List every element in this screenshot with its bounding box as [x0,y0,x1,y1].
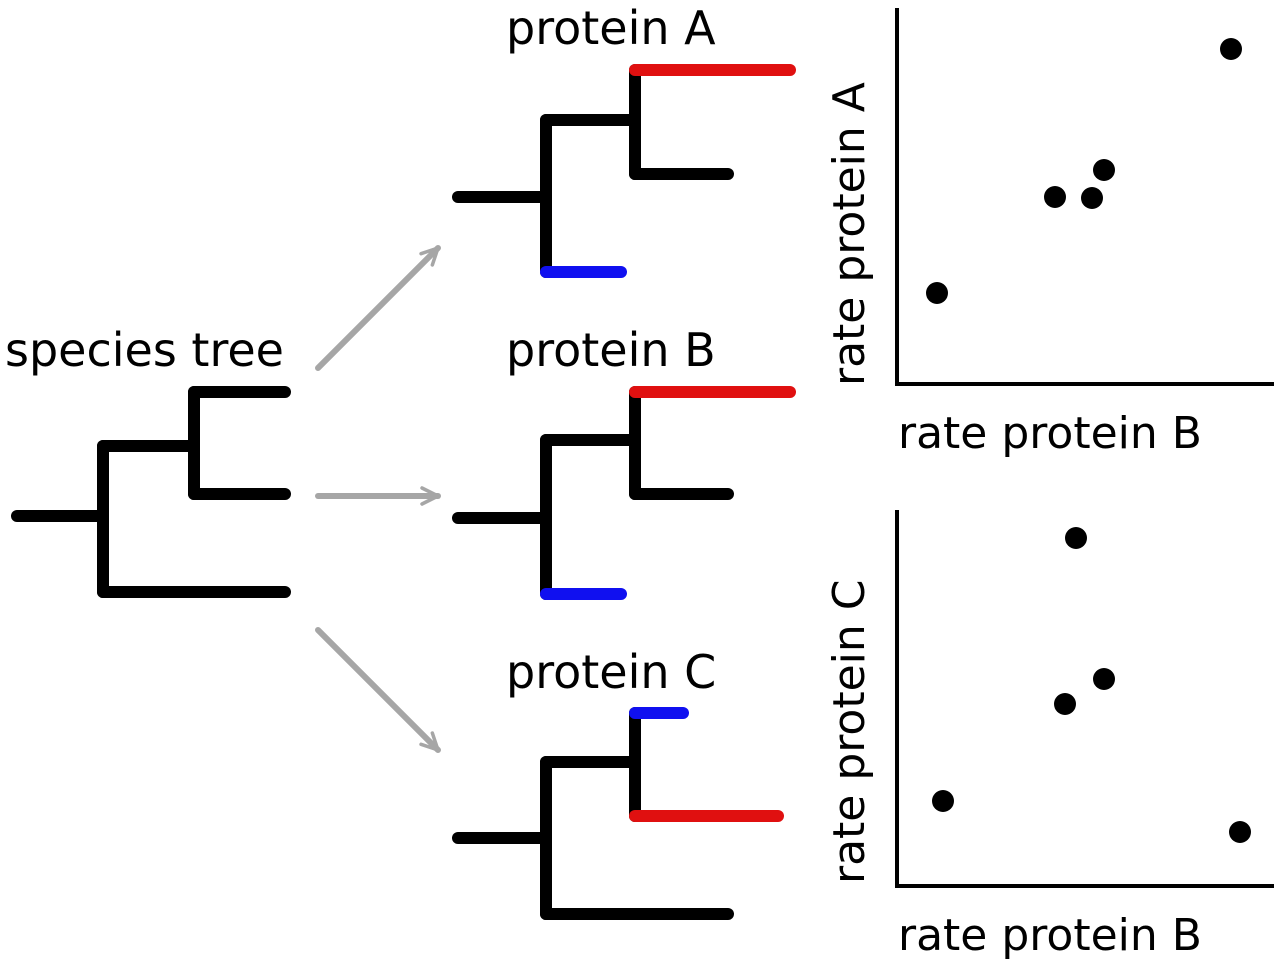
scatter-bottom-ylabel: rate protein C [824,580,875,884]
scatter-bottom-point [1093,668,1115,690]
scatter-bottom: rate protein B rate protein C [824,510,1274,961]
scatter-top-point [1093,159,1115,181]
arrow-to-protein-c [315,627,441,753]
scatter-bottom-xlabel: rate protein B [898,910,1202,961]
protein-c-tree [452,707,784,920]
scatter-top-point [926,282,948,304]
protein-b-label: protein B [506,323,716,377]
arrows [315,245,441,753]
scatter-bottom-point [932,790,954,812]
scatter-top-point [1220,38,1242,60]
species-tree-label: species tree [5,323,284,377]
scatter-top-points [926,38,1242,304]
protein-a-tree [452,64,796,278]
scatter-top-xlabel: rate protein B [898,408,1202,459]
protein-a-label: protein A [506,1,716,55]
scatter-top: rate protein B rate protein A [824,8,1274,459]
scatter-top-point [1081,187,1103,209]
scatter-bottom-points [932,527,1251,843]
scatter-top-ylabel: rate protein A [824,82,875,386]
scatter-top-point [1044,186,1066,208]
scatter-bottom-point [1229,821,1251,843]
scatter-bottom-point [1054,693,1076,715]
arrow-to-protein-a [315,245,441,371]
protein-c-label: protein C [506,645,716,699]
species-tree [11,386,291,598]
protein-b-tree [452,386,796,600]
scatter-bottom-point [1065,527,1087,549]
